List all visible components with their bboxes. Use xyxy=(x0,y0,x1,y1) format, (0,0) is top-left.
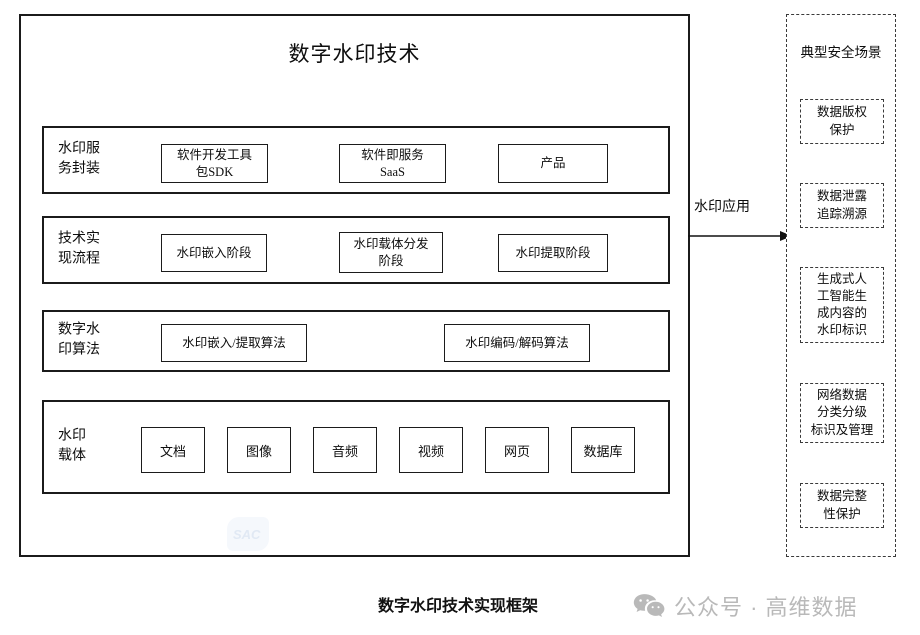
item-saas[interactable]: 软件即服务 SaaS xyxy=(339,144,446,183)
layer-row-algorithms: 数字水 印算法 水印嵌入/提取算法 水印编码/解码算法 xyxy=(42,310,670,372)
figure-caption: 数字水印技术实现框架 xyxy=(378,598,539,615)
item-encode-decode-algorithm[interactable]: 水印编码/解码算法 xyxy=(444,324,590,362)
layer-label-implementation-process: 技术实 现流程 xyxy=(58,231,100,267)
scenario-data-classification[interactable]: 网络数据 分类分级 标识及管理 xyxy=(800,383,884,443)
item-carrier-video[interactable]: 视频 xyxy=(399,427,463,473)
item-embed-stage[interactable]: 水印嵌入阶段 xyxy=(161,234,267,272)
layer-row-carriers: 水印 载体 文档 图像 音频 视频 网页 数据库 xyxy=(42,400,670,494)
wechat-watermark: 公众号 · 高维数据 xyxy=(632,590,858,622)
item-carrier-audio[interactable]: 音频 xyxy=(313,427,377,473)
layer-label-algorithms: 数字水 印算法 xyxy=(58,322,100,358)
layer-row-implementation-process: 技术实 现流程 水印嵌入阶段 水印载体分发 阶段 水印提取阶段 xyxy=(42,216,670,284)
item-carrier-image[interactable]: 图像 xyxy=(227,427,291,473)
item-carrier-webpage[interactable]: 网页 xyxy=(485,427,549,473)
scenario-data-integrity[interactable]: 数据完整 性保护 xyxy=(800,483,884,528)
item-product[interactable]: 产品 xyxy=(498,144,608,183)
item-embed-extract-algorithm[interactable]: 水印嵌入/提取算法 xyxy=(161,324,307,362)
item-carrier-distribution-stage[interactable]: 水印载体分发 阶段 xyxy=(339,232,443,273)
typical-security-scenarios-panel: 典型安全场景 数据版权 保护 数据泄露 追踪溯源 生成式人 工智能生 成内容的 … xyxy=(786,14,896,557)
svg-text:SAC: SAC xyxy=(233,527,261,542)
main-framework-box: 数字水印技术 水印服 务封装 软件开发工具 包SDK 软件即服务 SaaS 产品… xyxy=(19,14,690,557)
scenario-panel-title: 典型安全场景 xyxy=(800,45,882,60)
sac-logo-watermark-icon: SAC xyxy=(217,513,279,555)
scenario-leak-tracing[interactable]: 数据泄露 追踪溯源 xyxy=(800,183,884,228)
item-carrier-document[interactable]: 文档 xyxy=(141,427,205,473)
layer-row-service-encapsulation: 水印服 务封装 软件开发工具 包SDK 软件即服务 SaaS 产品 xyxy=(42,126,670,194)
wechat-icon xyxy=(632,592,666,620)
arrow-right-icon xyxy=(688,228,792,244)
wechat-watermark-text: 公众号 · 高维数据 xyxy=(674,595,858,620)
layer-label-service-encapsulation: 水印服 务封装 xyxy=(58,141,100,177)
item-carrier-database[interactable]: 数据库 xyxy=(571,427,635,473)
main-title: 数字水印技术 xyxy=(288,42,421,66)
layer-label-carriers: 水印 载体 xyxy=(58,428,86,464)
item-extract-stage[interactable]: 水印提取阶段 xyxy=(498,234,608,272)
scenario-aigc-watermark[interactable]: 生成式人 工智能生 成内容的 水印标识 xyxy=(800,267,884,343)
arrow-label-watermark-application: 水印应用 xyxy=(694,200,750,215)
scenario-copyright-protection[interactable]: 数据版权 保护 xyxy=(800,99,884,144)
item-sdk[interactable]: 软件开发工具 包SDK xyxy=(161,144,268,183)
